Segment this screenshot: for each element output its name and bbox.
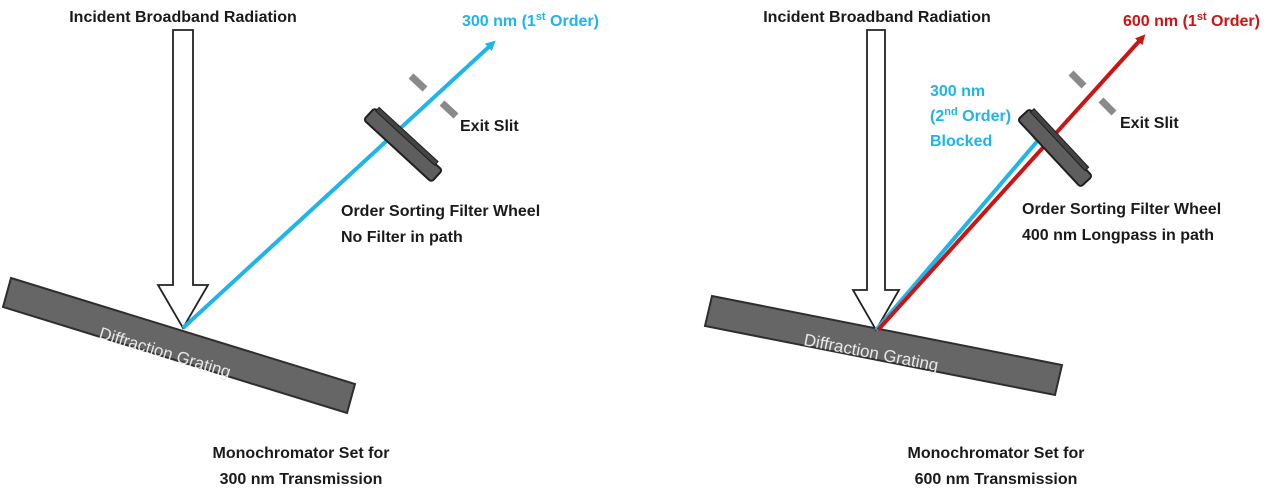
beam-300nm-first-order	[181, 40, 496, 330]
blocked-label-line-2: (2nd Order)	[930, 106, 1011, 125]
panel-300nm: Diffraction Grating Incident Broadband R…	[1, 9, 599, 488]
incident-arrow	[156, 29, 210, 330]
caption-line-2: 300 nm Transmission	[220, 471, 383, 488]
incident-label: Incident Broadband Radiation	[69, 9, 297, 26]
caption-line-2: 600 nm Transmission	[915, 471, 1078, 488]
filter-wheel-label: Order Sorting Filter Wheel	[341, 203, 540, 220]
exit-slit	[408, 73, 459, 119]
order-sorting-filter-wheel	[1018, 108, 1092, 187]
caption-line-1: Monochromator Set for	[908, 445, 1085, 462]
incident-label: Incident Broadband Radiation	[763, 9, 991, 26]
exit-slit-label: Exit Slit	[460, 118, 519, 135]
exit-slit	[1068, 70, 1117, 116]
panel-600nm: Diffraction Grating Incident Broadband R…	[703, 9, 1260, 488]
beam-600nm-first-order	[876, 34, 1146, 332]
beam-label-600nm: 600 nm (1st Order)	[1123, 11, 1260, 30]
beam-300nm-second-order	[874, 134, 1044, 332]
blocked-label-line-3: Blocked	[930, 133, 992, 150]
filter-wheel-label: Order Sorting Filter Wheel	[1022, 201, 1221, 218]
filter-state-label: No Filter in path	[341, 229, 463, 246]
filter-state-label: 400 nm Longpass in path	[1022, 227, 1214, 244]
caption-line-1: Monochromator Set for	[213, 445, 390, 462]
beam-label-300nm: 300 nm (1st Order)	[462, 11, 599, 30]
exit-slit-label: Exit Slit	[1120, 115, 1179, 132]
order-sorting-filter-wheel	[363, 106, 443, 182]
blocked-label-line-1: 300 nm	[930, 83, 985, 100]
incident-arrow	[851, 29, 901, 332]
